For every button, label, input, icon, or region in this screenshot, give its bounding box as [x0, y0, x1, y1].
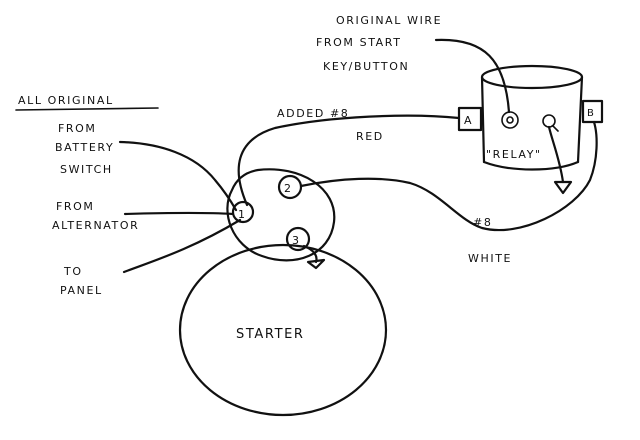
terminal-post-3: 3 — [285, 226, 311, 252]
original-wire-line1: ORIGINAL WIRE — [336, 14, 442, 27]
relay-ground-wire — [547, 125, 565, 184]
ground-symbol — [553, 180, 573, 195]
alternator-label: ALTERNATOR — [52, 219, 139, 232]
svg-text:3: 3 — [292, 234, 301, 247]
terminal-post-1: 1 — [231, 200, 255, 224]
starter-label: STARTER — [236, 327, 305, 342]
starter-body — [178, 243, 388, 417]
white-wire — [299, 120, 598, 232]
red-label: RED — [356, 130, 384, 143]
original-wire-line3: KEY/BUTTON — [323, 60, 409, 73]
number-8-label: #8 — [473, 216, 492, 229]
red-wire — [237, 114, 461, 207]
relay: "RELAY" — [480, 64, 584, 171]
alternator-wire — [123, 211, 235, 216]
relay-terminal-a: A — [457, 106, 483, 132]
original-wire-line2: FROM START — [316, 36, 402, 49]
panel-wire — [122, 218, 242, 274]
arrow-head — [306, 258, 326, 270]
svg-text:A: A — [464, 114, 473, 127]
all-original-label: ALL ORIGINAL — [18, 94, 114, 107]
to-label: TO — [63, 265, 83, 278]
from-alternator-label: FROM — [56, 200, 95, 213]
white-label: WHITE — [468, 252, 512, 265]
relay-label: "RELAY" — [486, 148, 542, 161]
from-battery-label: FROM — [58, 122, 97, 135]
added-8-label: ADDED #8 — [277, 107, 349, 120]
relay-terminal-b: B — [581, 99, 604, 124]
svg-text:2: 2 — [284, 182, 293, 195]
battery-switch-wire — [118, 140, 238, 212]
battery-label: BATTERY — [55, 141, 114, 154]
svg-text:1: 1 — [238, 208, 247, 221]
svg-text:B: B — [587, 108, 595, 119]
panel-label: PANEL — [60, 284, 103, 297]
original-start-wire — [434, 38, 511, 114]
all-original-underline — [15, 107, 159, 111]
terminal-post-2: 2 — [277, 174, 303, 200]
switch-label: SWITCH — [60, 163, 113, 176]
solenoid-housing — [226, 168, 336, 262]
